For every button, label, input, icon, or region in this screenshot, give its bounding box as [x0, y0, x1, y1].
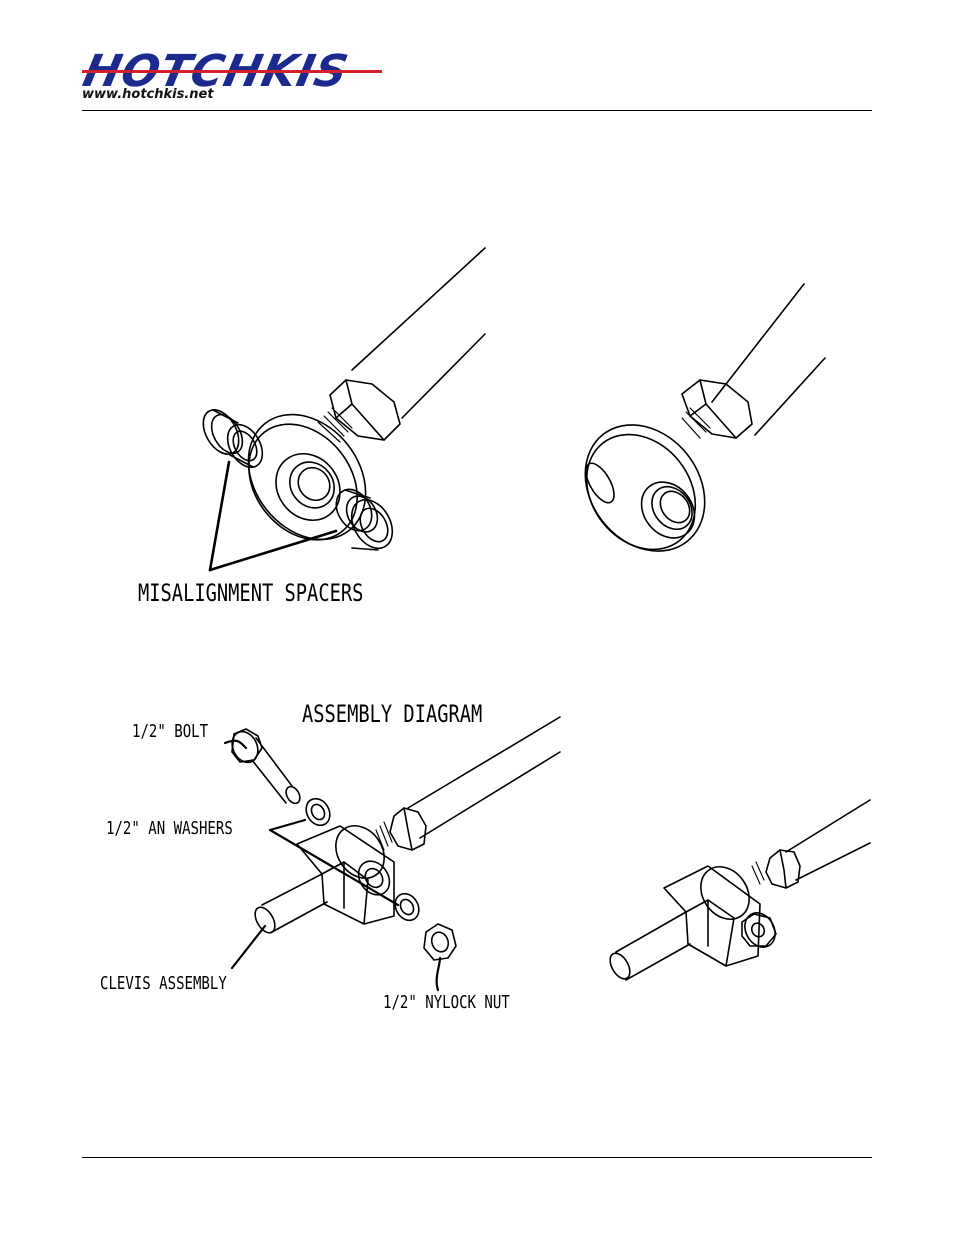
washers-label: 1/2" AN WASHERS	[106, 818, 233, 839]
hotchkis-logo: HOTCHKIS www.hotchkis.net	[79, 46, 382, 102]
bolt-label: 1/2" BOLT	[132, 721, 209, 742]
logo-red-stripe	[82, 70, 382, 73]
misalignment-spacers-label: MISALIGNMENT SPACERS	[138, 579, 364, 607]
nylock-nut-label: 1/2" NYLOCK NUT	[383, 992, 510, 1013]
assembly-diagram-title: ASSEMBLY DIAGRAM	[302, 700, 483, 728]
footer-rule	[82, 1157, 872, 1158]
rod-end-assembled	[584, 283, 826, 552]
clevis-assembled	[609, 799, 871, 981]
rod-end-exploded	[202, 247, 486, 572]
logo-url: www.hotchkis.net	[82, 87, 214, 102]
clevis-exploded	[223, 716, 561, 992]
header-rule	[82, 110, 872, 111]
clevis-assembly-label: CLEVIS ASSEMBLY	[100, 973, 227, 994]
